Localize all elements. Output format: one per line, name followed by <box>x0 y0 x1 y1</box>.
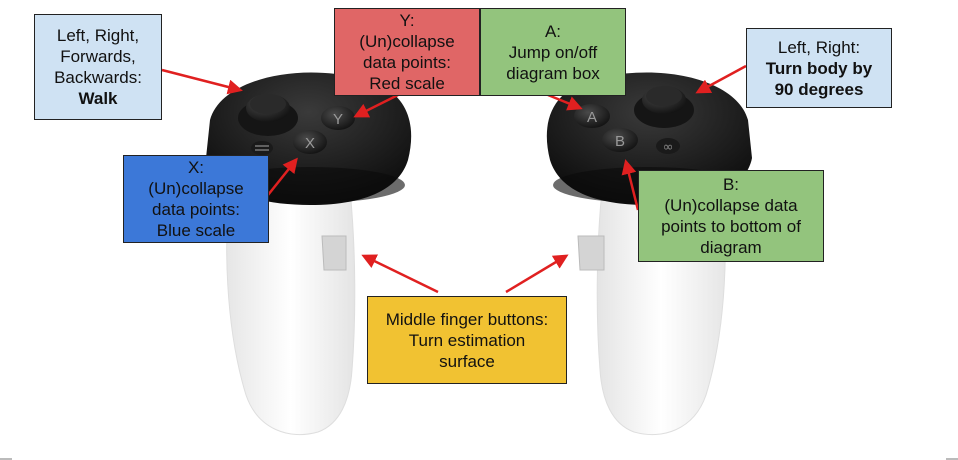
arrow-left-stick <box>161 68 243 95</box>
y-button-label-line2: (Un)collapse <box>359 32 455 51</box>
middle-finger-label-line1: Middle finger buttons: <box>385 309 549 329</box>
right-stick-label-line2: Turn body by <box>765 58 873 78</box>
y-button-label: Y: (Un)collapse data points: Red scale <box>334 8 480 96</box>
b-button-label-line4: diagram <box>700 238 762 257</box>
x-button-label-line3: data points: <box>152 200 240 219</box>
a-button-label-line1: A: <box>544 21 562 41</box>
right-thumbstick[interactable] <box>634 86 694 128</box>
b-button-label-line2: (Un)collapse data <box>664 196 798 215</box>
x-button-label: X: (Un)collapse data points: Blue scale <box>123 155 269 243</box>
left-stick-label-line1: Left, Right, <box>56 26 140 45</box>
a-button-label-line3: diagram box <box>506 63 600 83</box>
left-thumbstick[interactable] <box>238 94 298 136</box>
arrow-right-stick <box>695 64 747 94</box>
x-button-label-line1: X: <box>187 158 205 177</box>
right-middle-finger-button[interactable] <box>577 235 605 271</box>
middle-finger-label: Middle finger buttons: Turn estimation s… <box>367 296 567 384</box>
menu-icon[interactable] <box>251 141 273 155</box>
right-stick-label: Left, Right: Turn body by 90 degrees <box>746 28 892 108</box>
arrow-middle-right <box>505 254 569 294</box>
arrow-a-button <box>547 93 583 111</box>
middle-finger-label-line2: Turn estimation <box>408 330 526 350</box>
left-stick-label-line2: Forwards, <box>60 47 136 66</box>
y-button-label-line1: Y: <box>399 11 415 30</box>
arrow-x-button <box>267 157 298 196</box>
a-button[interactable]: A <box>574 104 610 128</box>
x-button-label-line2: (Un)collapse <box>148 179 244 198</box>
a-button-label: A: Jump on/off diagram box <box>480 8 626 96</box>
b-button[interactable]: B <box>602 128 638 152</box>
right-stick-label-line3: 90 degrees <box>774 79 864 99</box>
arrow-middle-left <box>361 254 439 294</box>
left-middle-finger-button[interactable] <box>321 235 347 271</box>
right-controller: A B ∞ <box>546 72 752 436</box>
b-button-label-line1: B: <box>722 175 740 194</box>
b-button-glyph: B <box>615 133 625 150</box>
y-button[interactable]: Y <box>321 106 355 130</box>
svg-text:∞: ∞ <box>663 140 674 155</box>
middle-finger-label-line3: surface <box>439 351 495 371</box>
left-stick-label-line4: Walk <box>78 89 118 108</box>
arrow-y-button <box>353 93 399 118</box>
y-button-label-line4: Red scale <box>369 74 445 93</box>
x-button[interactable]: X <box>293 130 327 154</box>
arrow-b-button <box>621 159 640 211</box>
y-button-glyph: Y <box>333 111 343 128</box>
arrows <box>161 64 747 294</box>
y-button-label-line3: data points: <box>363 53 451 72</box>
oculus-icon[interactable]: ∞ <box>656 138 680 155</box>
b-button-label-line3: points to bottom of <box>661 217 801 236</box>
a-button-label-line2: Jump on/off <box>508 42 598 62</box>
b-button-label: B: (Un)collapse data points to bottom of… <box>638 170 824 262</box>
a-button-glyph: A <box>587 109 597 126</box>
x-button-label-line4: Blue scale <box>156 221 236 240</box>
left-stick-label: Left, Right, Forwards, Backwards: Walk <box>34 14 162 120</box>
right-stick-label-line1: Left, Right: <box>777 37 861 57</box>
x-button-glyph: X <box>305 135 315 152</box>
left-stick-label-line3: Backwards: <box>54 68 142 87</box>
